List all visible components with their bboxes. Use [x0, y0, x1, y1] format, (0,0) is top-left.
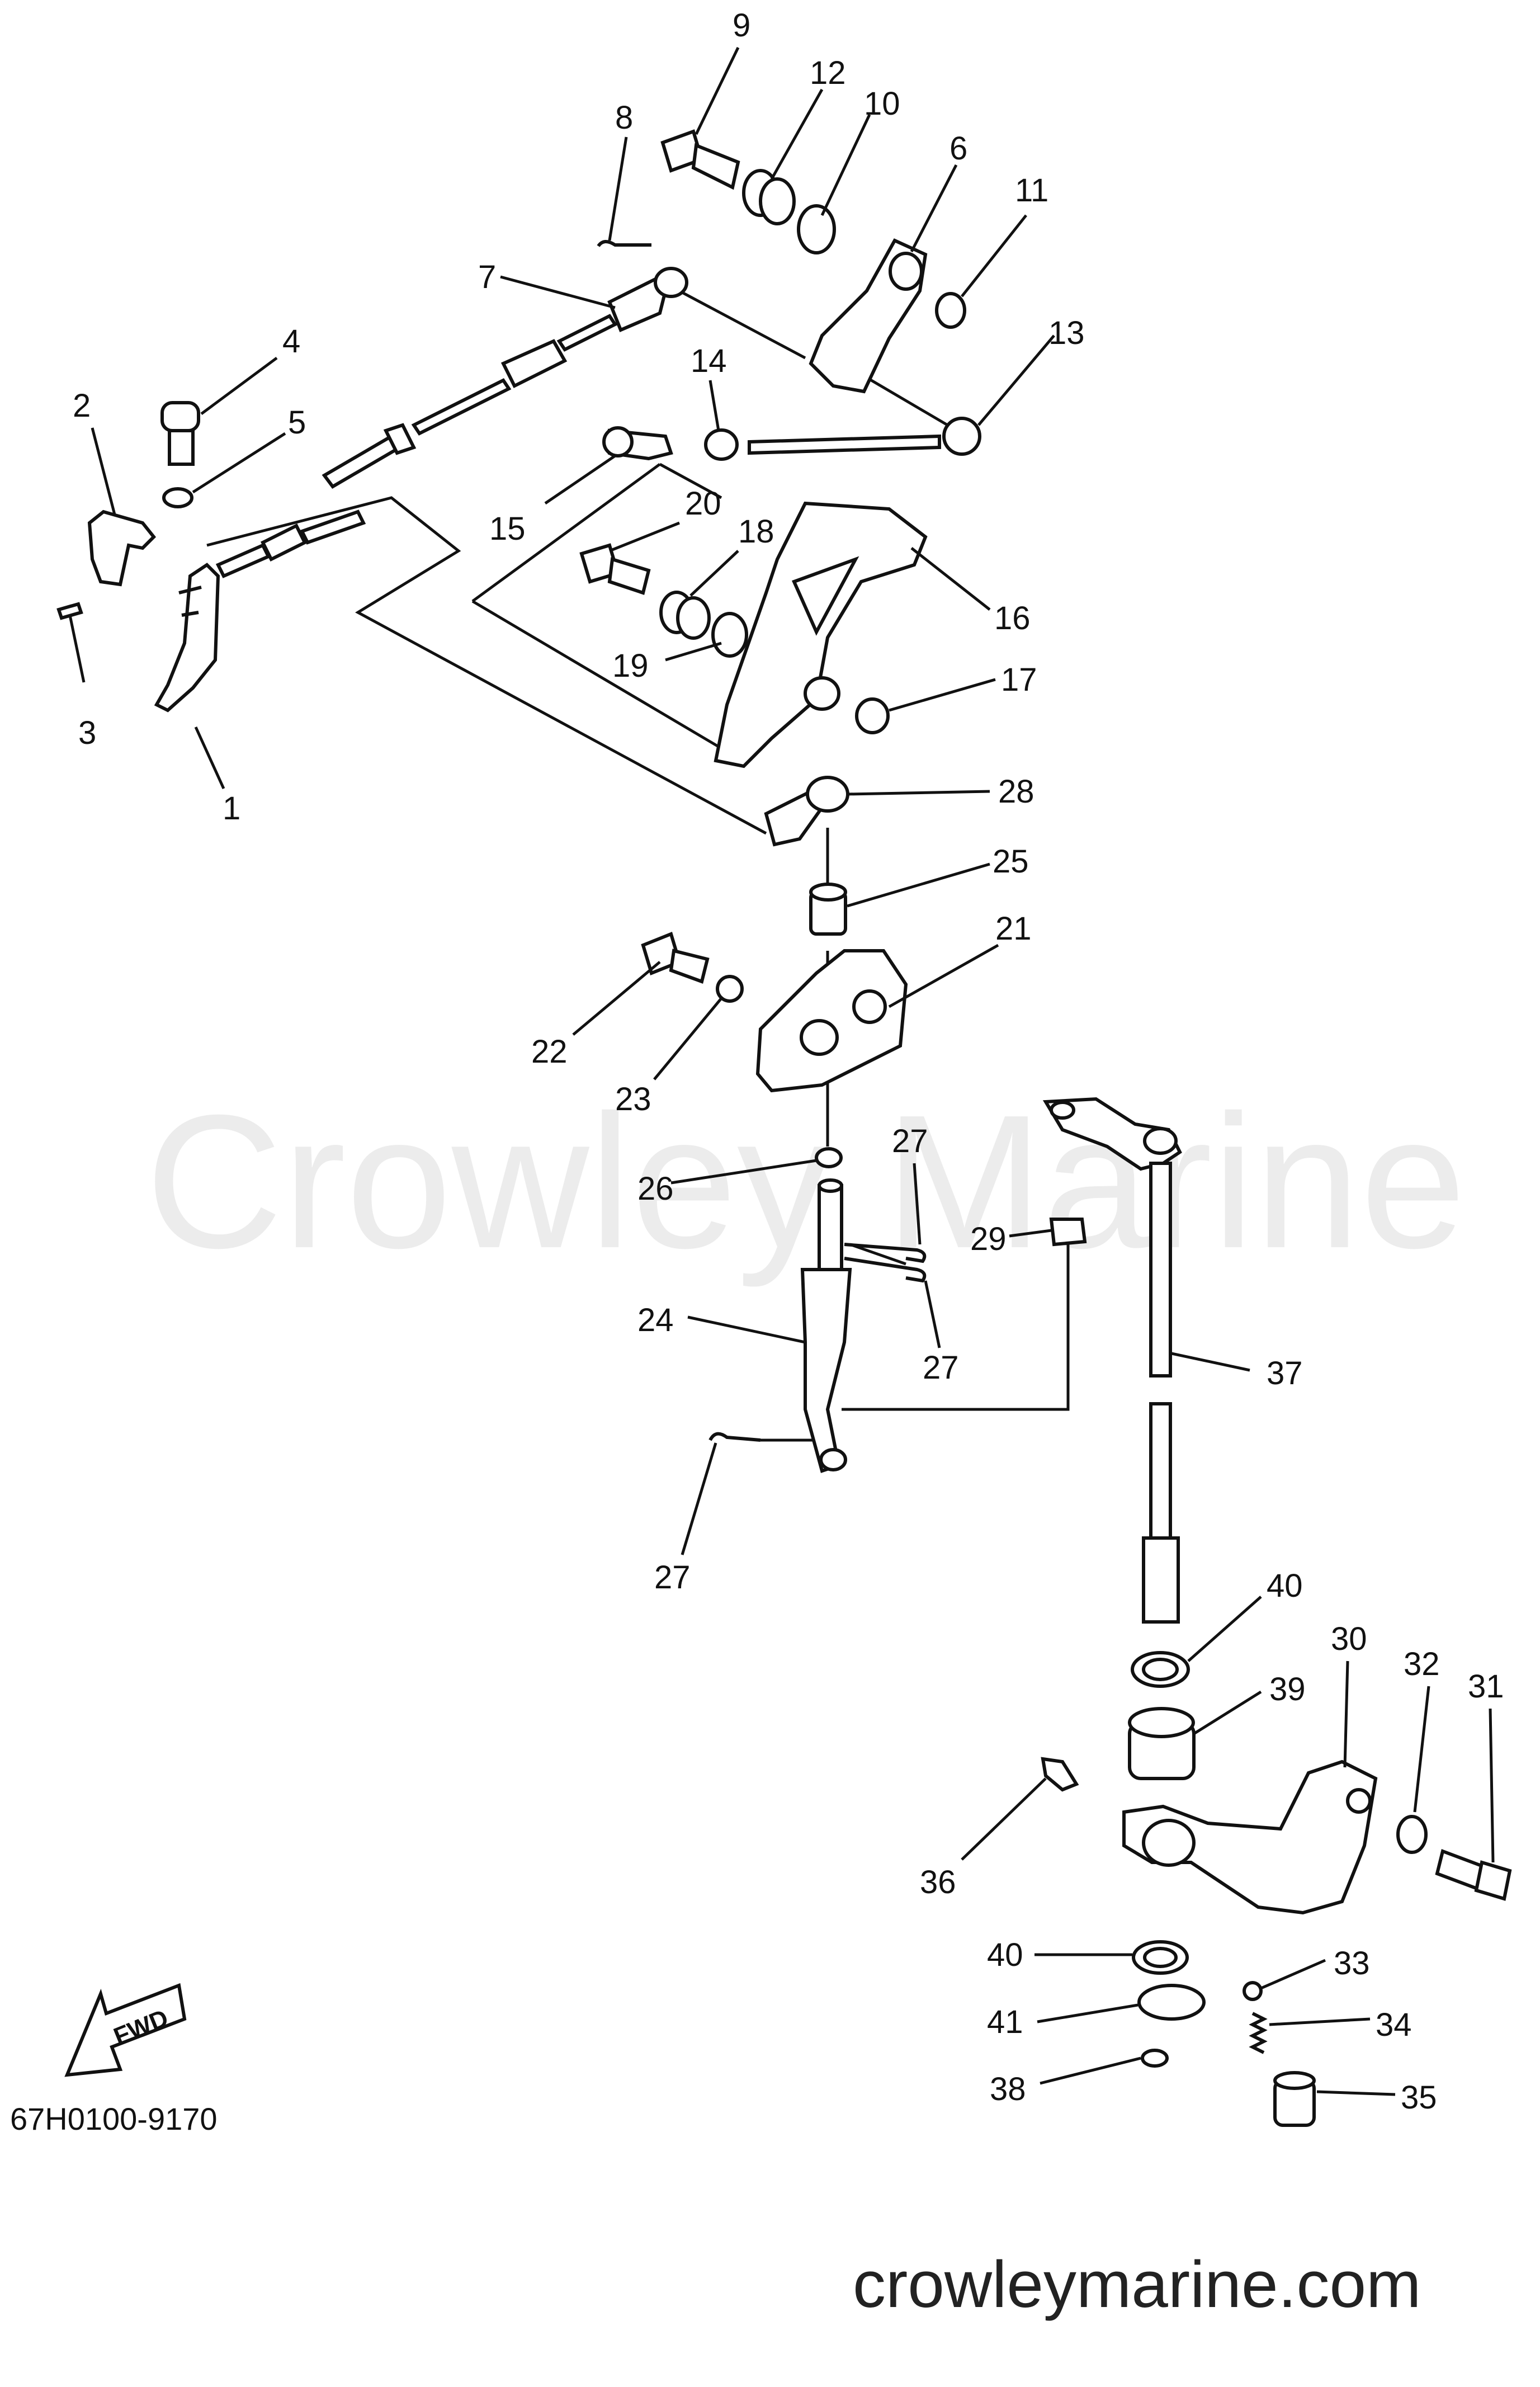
part-29-clip [1049, 1218, 1087, 1247]
callout-37: 37 [1267, 1355, 1303, 1391]
callout-labels: 1 2 3 4 5 6 7 8 9 10 11 12 13 14 15 16 1… [73, 7, 1504, 2116]
part-27-cotter-pins [708, 1243, 927, 1442]
part-6-lever [809, 238, 928, 394]
part-31-bolt [1435, 1849, 1512, 1901]
callout-18: 18 [738, 513, 774, 550]
part-8-cotter-pin [597, 240, 651, 247]
part-10-wave-washer [797, 204, 836, 254]
part-24-shift-lever [800, 1178, 852, 1473]
part-35-plug [1273, 2071, 1316, 2127]
part-2-clip [87, 510, 157, 587]
callout-27-middle: 27 [923, 1350, 959, 1386]
site-url: crowleymarine.com [853, 2248, 1421, 2322]
part-40-washer-upper [1131, 1651, 1190, 1688]
callout-17: 17 [1001, 662, 1037, 698]
callout-35: 35 [1401, 2079, 1437, 2116]
part-28-link-end [764, 776, 849, 847]
callout-28: 28 [998, 773, 1034, 810]
callout-13: 13 [1048, 315, 1085, 351]
callout-2: 2 [73, 388, 91, 424]
callout-12: 12 [810, 55, 846, 91]
part-30-lever-assembly [1122, 1759, 1378, 1915]
part-1-bracket [154, 563, 220, 713]
callout-23: 23 [615, 1081, 651, 1117]
callout-31: 31 [1468, 1668, 1504, 1705]
part-16-throttle-cam [714, 501, 928, 768]
callout-40-bottom: 40 [987, 1937, 1023, 1973]
part-39-collar [1128, 1707, 1196, 1780]
part-25-bushing [809, 883, 847, 936]
callout-30: 30 [1331, 1621, 1367, 1657]
part-12-collar [742, 169, 796, 225]
part-17-washer [855, 697, 890, 734]
callout-14: 14 [691, 343, 727, 379]
callout-27-top: 27 [892, 1123, 928, 1159]
part-5-washer [162, 487, 193, 508]
part-41-circlip [1137, 1984, 1206, 2021]
callout-34: 34 [1376, 2007, 1412, 2043]
part-26-washer [815, 1147, 843, 1168]
part-22-bolt [641, 931, 710, 984]
part-3-pin [56, 602, 83, 620]
control-cable-upper [322, 314, 618, 489]
callout-4: 4 [282, 323, 300, 360]
part-37-shift-rod [1042, 1097, 1182, 1624]
part-23-washer [716, 975, 744, 1003]
callout-5: 5 [288, 404, 306, 441]
callout-10: 10 [864, 86, 900, 122]
part-14-nut [704, 428, 739, 461]
part-20-bolt [579, 543, 651, 595]
callout-27-bottom: 27 [654, 1559, 691, 1596]
callout-41: 41 [987, 2004, 1023, 2040]
part-40-washer-lower [1132, 1940, 1189, 1975]
callout-3: 3 [78, 715, 96, 751]
part-33-ball [1243, 1981, 1263, 2001]
callout-6: 6 [949, 130, 967, 167]
callout-16: 16 [994, 600, 1031, 636]
part-34-spring [1249, 2012, 1268, 2054]
callout-9: 9 [733, 7, 750, 44]
part-36-grease-nipple [1041, 1757, 1079, 1792]
callout-32: 32 [1404, 1646, 1440, 1682]
callout-24: 24 [637, 1302, 674, 1338]
callout-8: 8 [615, 100, 633, 136]
leader-lines [68, 46, 1495, 2096]
part-7-cable-joint [607, 267, 688, 332]
callout-15: 15 [489, 511, 526, 547]
callout-33: 33 [1334, 1945, 1370, 1982]
callout-36: 36 [920, 1864, 956, 1900]
part-9-bolt [660, 129, 740, 190]
callout-22: 22 [531, 1034, 568, 1070]
callout-21: 21 [995, 911, 1032, 947]
control-cable-lower [215, 510, 366, 578]
part-code: 67H0100-9170 [10, 2101, 218, 2136]
part-19-wave-washer [711, 612, 748, 658]
callout-25: 25 [993, 843, 1029, 880]
callout-20: 20 [685, 485, 721, 522]
callout-29: 29 [970, 1221, 1007, 1257]
part-32-washer [1396, 1815, 1428, 1854]
callout-1: 1 [223, 790, 240, 827]
callout-40-top: 40 [1267, 1568, 1303, 1604]
part-4-plug [160, 401, 200, 466]
forward-arrow: FWD [64, 1983, 187, 2077]
callout-19: 19 [612, 648, 649, 684]
part-13-link-rod [748, 417, 981, 456]
part-38-o-ring [1141, 2049, 1169, 2068]
callout-7: 7 [478, 259, 496, 295]
part-15-joint [602, 426, 673, 461]
part-18-collar [659, 591, 711, 640]
watermark: Crowley Marine [145, 1075, 1466, 1289]
part-11-washer [935, 292, 966, 329]
part-21-bracket [755, 949, 908, 1093]
callout-26: 26 [637, 1171, 674, 1207]
callout-11: 11 [1015, 172, 1048, 209]
callout-39: 39 [1269, 1671, 1306, 1707]
callout-38: 38 [990, 2071, 1026, 2107]
